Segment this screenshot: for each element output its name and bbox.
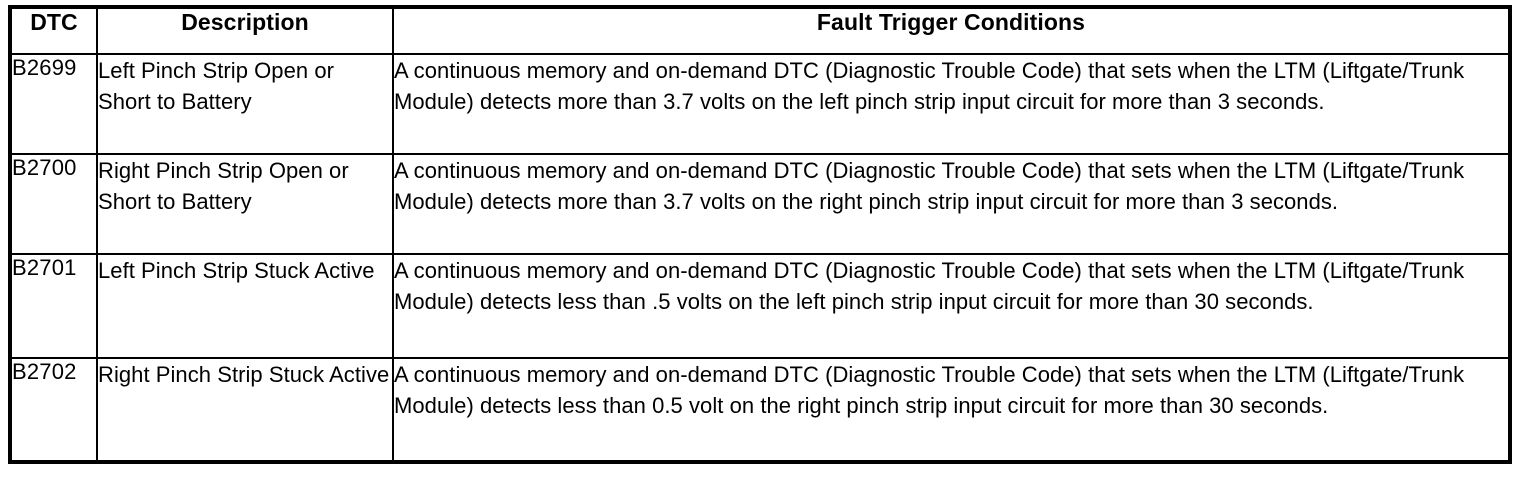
dtc-table-container: DTC Description Fault Trigger Conditions… xyxy=(8,5,1512,464)
table-row: B2699 Left Pinch Strip Open or Short to … xyxy=(9,53,1511,155)
cell-fault-trigger-conditions: A continuous memory and on-demand DTC (D… xyxy=(392,357,1511,463)
cell-fault-trigger-conditions: A continuous memory and on-demand DTC (D… xyxy=(392,153,1511,255)
table-header-row: DTC Description Fault Trigger Conditions xyxy=(9,6,1511,55)
cell-fault-trigger-conditions: A continuous memory and on-demand DTC (D… xyxy=(392,53,1511,155)
cell-dtc-code: B2702 xyxy=(9,357,98,463)
table-body: B2699 Left Pinch Strip Open or Short to … xyxy=(9,53,1511,463)
column-header-dtc: DTC xyxy=(9,6,98,55)
column-header-description: Description xyxy=(96,6,394,55)
dtc-fault-table: DTC Description Fault Trigger Conditions… xyxy=(8,5,1512,464)
cell-fault-trigger-conditions: A continuous memory and on-demand DTC (D… xyxy=(392,253,1511,359)
cell-dtc-code: B2701 xyxy=(9,253,98,359)
cell-description: Left Pinch Strip Stuck Active xyxy=(96,253,394,359)
cell-dtc-code: B2700 xyxy=(9,153,98,255)
cell-description: Right Pinch Strip Open or Short to Batte… xyxy=(96,153,394,255)
table-row: B2700 Right Pinch Strip Open or Short to… xyxy=(9,153,1511,255)
cell-description: Right Pinch Strip Stuck Active xyxy=(96,357,394,463)
table-row: B2701 Left Pinch Strip Stuck Active A co… xyxy=(9,253,1511,359)
table-header: DTC Description Fault Trigger Conditions xyxy=(9,6,1511,55)
cell-description: Left Pinch Strip Open or Short to Batter… xyxy=(96,53,394,155)
cell-dtc-code: B2699 xyxy=(9,53,98,155)
table-row: B2702 Right Pinch Strip Stuck Active A c… xyxy=(9,357,1511,463)
column-header-fault-trigger-conditions: Fault Trigger Conditions xyxy=(392,6,1511,55)
